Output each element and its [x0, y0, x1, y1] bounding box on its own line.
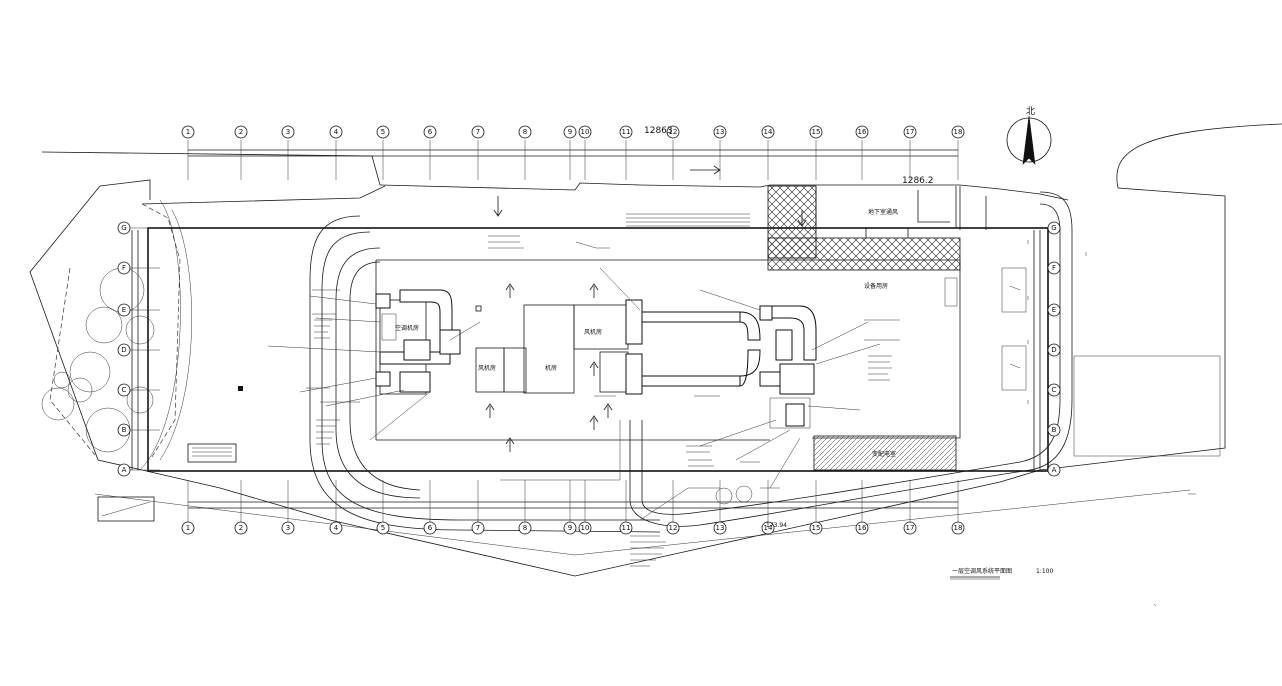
grid-label: 9 [568, 128, 572, 136]
grid-label: G [121, 224, 126, 232]
markers [238, 240, 1196, 607]
grid-label: 10 [581, 524, 590, 532]
grid-label: 5 [381, 128, 385, 136]
grid-bubbles-top [181, 125, 965, 180]
grid-label: 1 [186, 524, 190, 532]
grid-label: E [1052, 306, 1056, 314]
leader-lines [267, 267, 881, 521]
grid-label: 15 [812, 524, 821, 532]
grid-label: 16 [858, 128, 867, 136]
grid-label: C [1052, 386, 1057, 394]
grid-label: 13 [716, 524, 725, 532]
grid-label: 3 [286, 524, 290, 532]
grid-label: 4 [334, 128, 339, 136]
grid-bubble-labels-bottom: 1 2 3 4 5 6 7 8 9 10 11 12 13 14 15 16 1… [186, 524, 963, 532]
grid-label: 11 [622, 524, 631, 532]
grid-label: 8 [523, 524, 527, 532]
grid-label: 9 [568, 524, 572, 532]
grid-label: 13 [716, 128, 725, 136]
grid-label: 1 [186, 128, 190, 136]
grid-label: D [121, 346, 126, 354]
grid-label: F [1052, 264, 1056, 272]
grid-label: 5 [381, 524, 385, 532]
grid-bubbles-bottom [181, 480, 965, 535]
right-dimension: 1286.2 [902, 176, 934, 186]
grid-label: 6 [428, 128, 433, 136]
grid-label: 14 [764, 128, 773, 136]
grid-label: 2 [239, 524, 243, 532]
grid-label: 10 [581, 128, 590, 136]
title-block: 一层空调风系统平面图 1:100 [950, 567, 1053, 580]
grid-label: 2 [239, 128, 243, 136]
grid-label: 11 [622, 128, 631, 136]
grid-label: 17 [906, 524, 915, 532]
grid-label: 16 [858, 524, 867, 532]
grid-label: 17 [906, 128, 915, 136]
grid-label: 7 [476, 524, 480, 532]
site-boundary [29, 123, 1282, 577]
room-label: 机房 [545, 364, 557, 372]
notch-label: 地下室通风 [868, 208, 898, 216]
top-dimension: 12863 [644, 126, 673, 136]
grid-label: D [1051, 346, 1056, 354]
annotation-blocks [306, 235, 900, 567]
grid-label: 18 [954, 524, 963, 532]
grid-label: 8 [523, 128, 527, 136]
north-label: 北 [1026, 106, 1035, 117]
grid-label: 6 [428, 524, 433, 532]
tree-cluster [41, 199, 192, 471]
north-arrow: 北 [1006, 106, 1052, 165]
grid-bubbles-left: G F E D C B A [117, 221, 160, 477]
grid-label: A [122, 466, 127, 474]
grid-label: 18 [954, 128, 963, 136]
room-label: 空调机房 [395, 324, 419, 332]
grid-label: B [1052, 426, 1057, 434]
grid-label: 12 [669, 128, 678, 136]
grid-label: F [122, 264, 126, 272]
grid-label: 7 [476, 128, 480, 136]
grid-label: C [122, 386, 127, 394]
grid-bubble-labels-top: 1 2 3 4 5 6 7 8 9 10 11 12 13 14 15 16 1… [186, 128, 963, 136]
room-label: 风机房 [584, 328, 602, 336]
flow-arrows [485, 165, 807, 452]
grid-label: 14 [764, 524, 773, 532]
drawing-title: 一层空调风系统平面图 [952, 567, 1012, 575]
hatched-areas [97, 185, 961, 522]
grid-label: A [1052, 466, 1057, 474]
room-label: 风机房 [478, 364, 496, 372]
room-label: 变配电室 [872, 450, 896, 458]
grid-label: G [1051, 224, 1056, 232]
grid-label: 3 [286, 128, 290, 136]
grid-label: B [122, 426, 127, 434]
grid-label: 4 [334, 524, 339, 532]
grid-label: 12 [669, 524, 678, 532]
grid-bubble [181, 125, 195, 139]
top-right-notch [626, 186, 987, 238]
grid-label: E [122, 306, 126, 314]
grid-bubbles-right: G F E D C B A [1047, 221, 1061, 477]
room-label: 设备用房 [864, 282, 888, 290]
duct-runs [375, 289, 817, 427]
bottom-dimension: 173.94 [766, 522, 787, 529]
drawing-scale: 1:100 [1036, 568, 1053, 575]
grid-label: 15 [812, 128, 821, 136]
core-rooms [379, 267, 1221, 457]
